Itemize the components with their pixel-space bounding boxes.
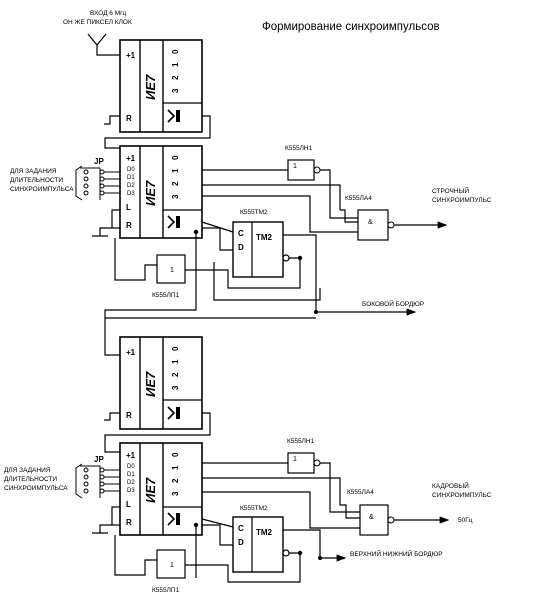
- xor-2-chip-label: К555ЛП1: [152, 587, 180, 594]
- counter-4-plus1: +1: [126, 451, 136, 460]
- inverter-2-chip-label: К555ЛН1: [287, 438, 315, 445]
- set-duration-1-line3: СИНХРОИМПУЛЬСА: [10, 186, 74, 193]
- counter-4-name: ИЕ7: [143, 477, 158, 503]
- counter-1-out0: 0: [171, 49, 180, 54]
- nand-gate-1: &: [357, 209, 395, 241]
- nand-gate-2: &: [359, 504, 395, 536]
- inverter-1: 1: [287, 159, 321, 181]
- xor-1-symbol: 1: [170, 267, 174, 274]
- flipflop-2: C D ТМ2: [232, 516, 290, 573]
- inverter-2-symbol: 1: [293, 456, 297, 463]
- counter-2: +1 D0 D1 D2 D3 L R ИЕ7 0 1 2 3: [119, 145, 203, 239]
- flipflop-2-chip-label: К555ТМ2: [240, 505, 268, 512]
- counter-4-out0: 0: [171, 452, 180, 457]
- flipflop-1: C D ТМ2: [232, 221, 290, 278]
- counter-4-d0: D0: [127, 464, 135, 470]
- schematic-title: Формирование синхроимпульсов: [262, 21, 440, 33]
- counter-2-d2: D2: [127, 183, 135, 189]
- nand-2-symbol: &: [369, 514, 374, 521]
- counter-2-out0: 0: [171, 155, 180, 160]
- counter-3-name: ИЕ7: [143, 371, 158, 397]
- line-sync-line2: СИНХРОИМПУЛЬС: [432, 197, 492, 204]
- counter-4-d2: D2: [127, 480, 135, 486]
- flipflop-1-c: C: [238, 229, 244, 238]
- inverter-1-chip-label: К555ЛН1: [285, 145, 313, 152]
- xor-gate-2: 1: [156, 549, 186, 579]
- jumper-block-1: [75, 165, 120, 201]
- top-bottom-border-label: ВЕРХНИЙ НИЖНИЙ БОРДЮР: [350, 549, 443, 558]
- counter-4-out1: 1: [171, 465, 180, 470]
- counter-2-d0: D0: [127, 167, 135, 173]
- frame-freq-label: 50Гц: [458, 517, 473, 524]
- counter-3-out0: 0: [171, 346, 180, 351]
- counter-2-out2: 2: [171, 181, 180, 186]
- counter-4-l: L: [126, 500, 131, 509]
- counter-3-out2: 2: [171, 372, 180, 377]
- counter-2-out1: 1: [171, 168, 180, 173]
- xor-gate-1: 1: [156, 254, 186, 284]
- counter-3-out3: 3: [171, 385, 180, 390]
- nand-1-chip-label: К555ЛА4: [345, 195, 372, 202]
- jp-label-1: JP: [94, 157, 104, 166]
- inverter-2: 1: [287, 452, 321, 474]
- side-border-label: БОКОВОЙ БОРДЮР: [362, 299, 424, 308]
- counter-4-d3: D3: [127, 488, 135, 494]
- counter-3-r: R: [126, 411, 132, 420]
- counter-4-out3: 3: [171, 491, 180, 496]
- flipflop-2-c: C: [238, 524, 244, 533]
- jumper-block-2: [75, 463, 120, 499]
- counter-2-l: L: [126, 203, 131, 212]
- flipflop-1-chip-label: К555ТМ2: [240, 209, 268, 216]
- input-label-line2: ОН ЖЕ ПИКСЕЛ КЛОК: [63, 19, 132, 26]
- nand-1-symbol: &: [368, 219, 373, 226]
- flipflop-2-d: D: [238, 538, 244, 547]
- xor-1-chip-label: К555ЛП1: [152, 292, 180, 299]
- set-duration-2-line1: ДЛЯ ЗАДАНИЯ: [4, 467, 51, 474]
- set-duration-1-line1: ДЛЯ ЗАДАНИЯ: [10, 168, 57, 175]
- inverter-1-symbol: 1: [293, 163, 297, 170]
- line-sync-line1: СТРОЧНЫЙ: [432, 186, 469, 195]
- counter-1-plus1: +1: [126, 51, 136, 60]
- flipflop-1-d: D: [238, 243, 244, 252]
- counter-4: +1 D0 D1 D2 D3 L R ИЕ7 0 1 2 3: [119, 442, 203, 536]
- counter-1-out3: 3: [171, 88, 180, 93]
- counter-1: +1 R ИЕ7 0 1 2 3: [119, 39, 203, 133]
- counter-2-out3: 3: [171, 194, 180, 199]
- counter-1-out1: 1: [171, 62, 180, 67]
- counter-2-plus1: +1: [126, 154, 136, 163]
- frame-sync-line1: КАДРОВЫЙ: [432, 481, 469, 490]
- input-label-line1: ВХОД 6 Мгц: [90, 10, 126, 17]
- counter-3-plus1: +1: [126, 348, 136, 357]
- counter-4-d1: D1: [127, 472, 135, 478]
- counter-2-r: R: [126, 221, 132, 230]
- counter-3: +1 R ИЕ7 0 1 2 3: [119, 336, 203, 430]
- nand-2-chip-label: К555ЛА4: [347, 489, 374, 496]
- set-duration-2-line3: СИНХРОИМПУЛЬСА: [4, 485, 68, 492]
- set-duration-1-line2: ДЛИТЕЛЬНОСТИ: [10, 177, 63, 184]
- set-duration-2-line2: ДЛИТЕЛЬНОСТИ: [4, 476, 57, 483]
- jp-label-2: JP: [94, 455, 104, 464]
- counter-1-name: ИЕ7: [143, 74, 158, 100]
- xor-2-symbol: 1: [170, 562, 174, 569]
- counter-3-out1: 1: [171, 359, 180, 364]
- counter-1-r: R: [126, 114, 132, 123]
- counter-2-name: ИЕ7: [143, 180, 158, 206]
- flipflop-1-name: ТМ2: [256, 233, 273, 242]
- counter-2-d1: D1: [127, 175, 135, 181]
- frame-sync-line2: СИНХРОИМПУЛЬС: [432, 492, 492, 499]
- counter-2-d3: D3: [127, 191, 135, 197]
- input-antenna-icon: [87, 33, 120, 56]
- counter-4-out2: 2: [171, 478, 180, 483]
- counter-1-out2: 2: [171, 75, 180, 80]
- flipflop-2-name: ТМ2: [256, 528, 273, 537]
- counter-4-r: R: [126, 518, 132, 527]
